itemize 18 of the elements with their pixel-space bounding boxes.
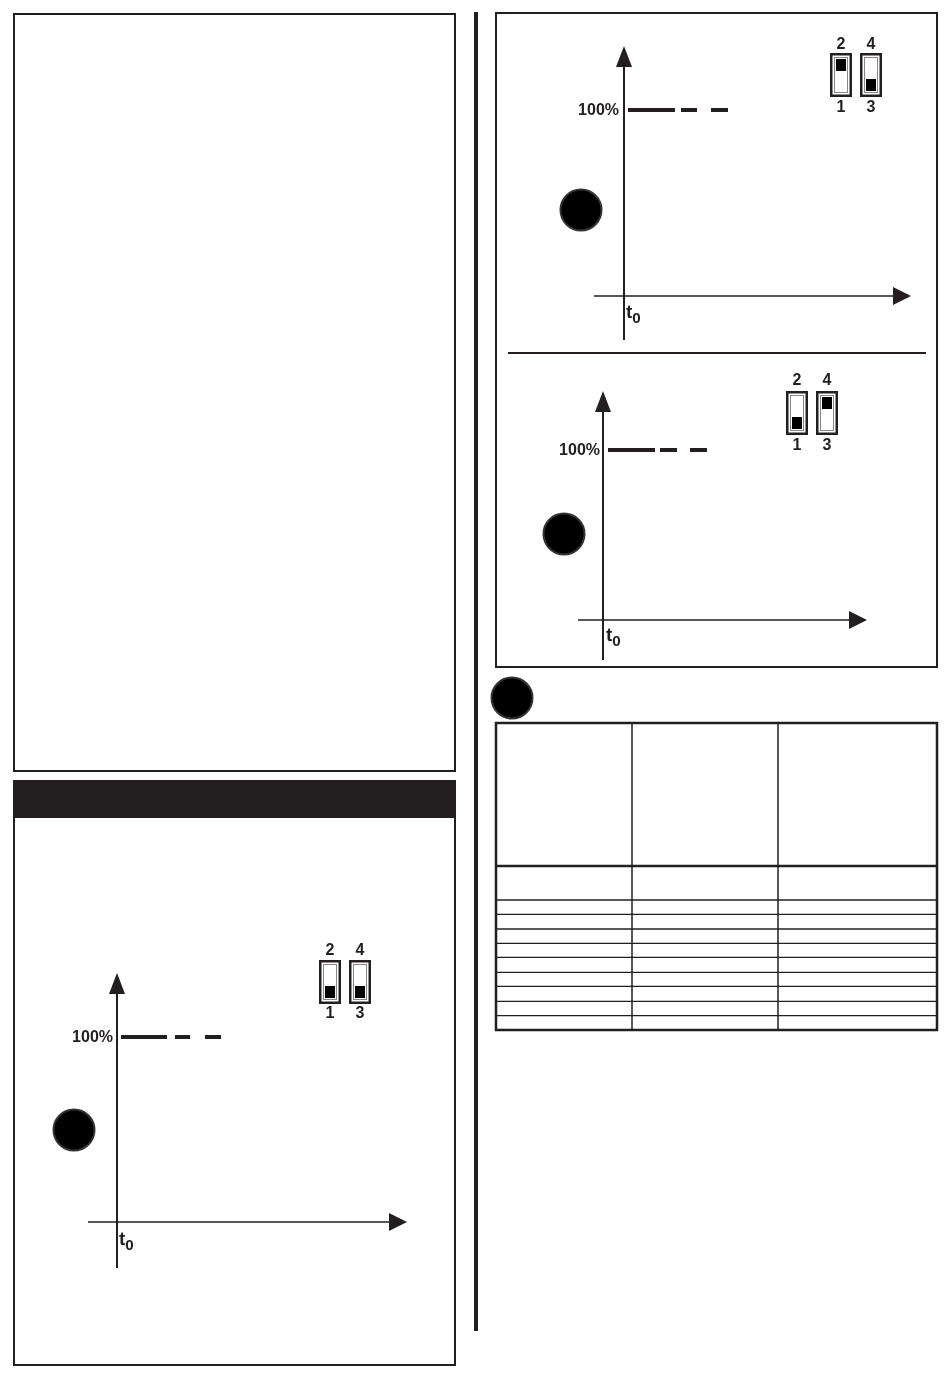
switch-number: 4 (866, 36, 876, 52)
axis-time-label: t$_{0}$ (626, 302, 641, 326)
switch-number: 3 (866, 99, 876, 115)
switch-number: 1 (325, 1005, 335, 1021)
switch-number: 3 (355, 1005, 365, 1021)
axis-time-label: t$_{0}$ (606, 625, 621, 649)
switch-number: 4 (355, 942, 365, 958)
axis-value-label: 100% (578, 102, 619, 118)
switch-number: 4 (822, 372, 832, 388)
axis-time-label: t$_{0}$ (119, 1229, 134, 1253)
switch-number: 1 (792, 437, 802, 453)
switch-number: 2 (836, 36, 846, 52)
switch-number: 1 (836, 99, 846, 115)
switch-number: 2 (792, 372, 802, 388)
axis-value-label: 100% (559, 442, 600, 458)
switch-number: 3 (822, 437, 832, 453)
switch-number: 2 (325, 942, 335, 958)
axis-value-label: 100% (72, 1029, 113, 1045)
